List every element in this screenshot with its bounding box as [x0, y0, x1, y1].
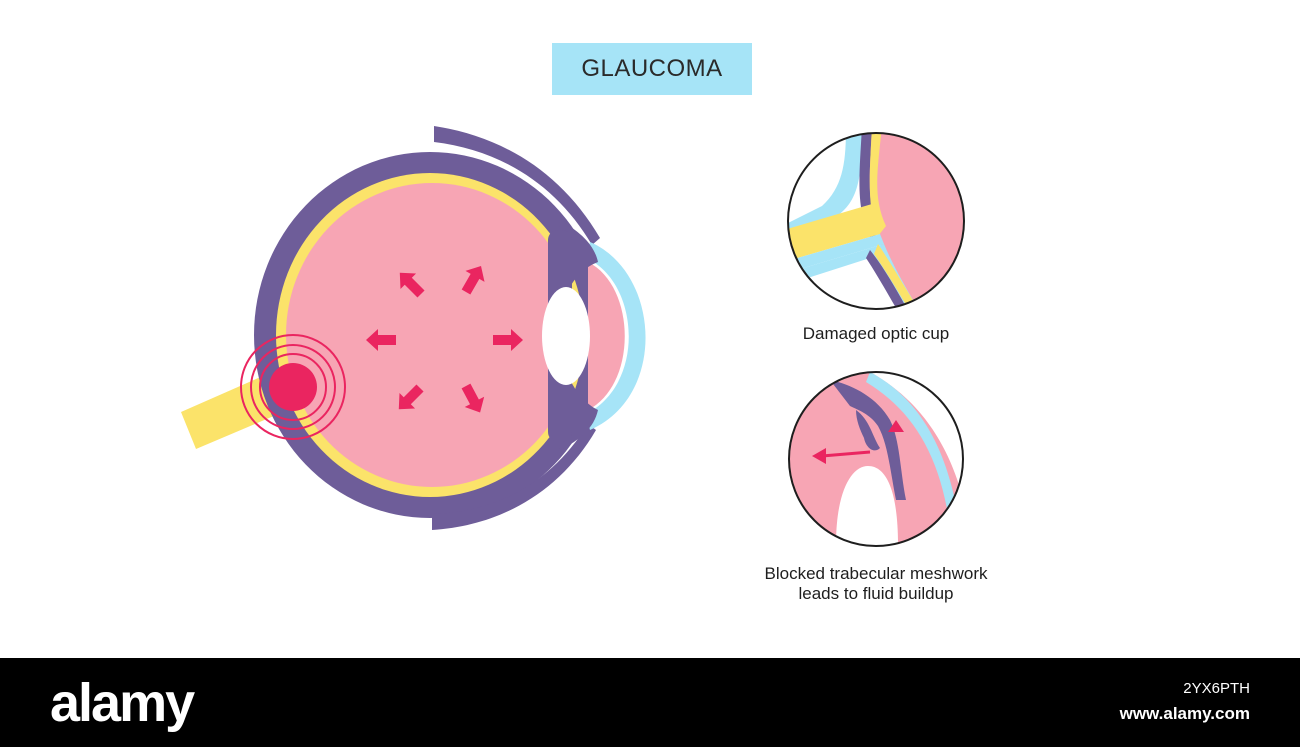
pressure-arrow-icon	[399, 272, 425, 298]
pressure-arrow-icon	[493, 329, 523, 351]
pain-target-icon	[240, 334, 346, 440]
site-url: www.alamy.com	[1119, 704, 1250, 723]
optic-cup-inset	[787, 132, 965, 310]
stock-footer: alamy 2YX6PTH www.alamy.com	[0, 658, 1300, 747]
page-title: GLAUCOMA	[581, 55, 723, 82]
pressure-arrow-icon	[461, 383, 485, 413]
meshwork-inset	[788, 371, 964, 547]
glaucoma-illustration	[181, 126, 965, 547]
eye-cross-section	[181, 126, 646, 530]
meshwork-caption: Blocked trabecular meshwork leads to flu…	[716, 564, 1036, 604]
pressure-arrows	[366, 266, 523, 413]
lower-eyelid	[432, 424, 596, 530]
title-box: GLAUCOMA	[552, 43, 752, 95]
image-id: 2YX6PTH	[1183, 680, 1250, 697]
anterior-chamber	[588, 262, 625, 410]
fluid-flow-arrow-icon	[812, 448, 871, 464]
lens	[542, 287, 590, 385]
optic-cup-caption: Damaged optic cup	[802, 324, 950, 343]
cornea	[586, 242, 646, 430]
meshwork-caption-line1: Blocked trabecular meshwork	[764, 564, 988, 583]
pressure-arrow-icon	[398, 384, 424, 410]
meshwork-caption-line2: leads to fluid buildup	[798, 584, 954, 603]
pressure-arrow-icon	[461, 266, 485, 295]
upper-eyelid	[434, 126, 600, 245]
alamy-logo: alamy	[50, 673, 195, 733]
vitreous-body	[286, 183, 578, 487]
pressure-arrow-icon	[366, 329, 396, 351]
